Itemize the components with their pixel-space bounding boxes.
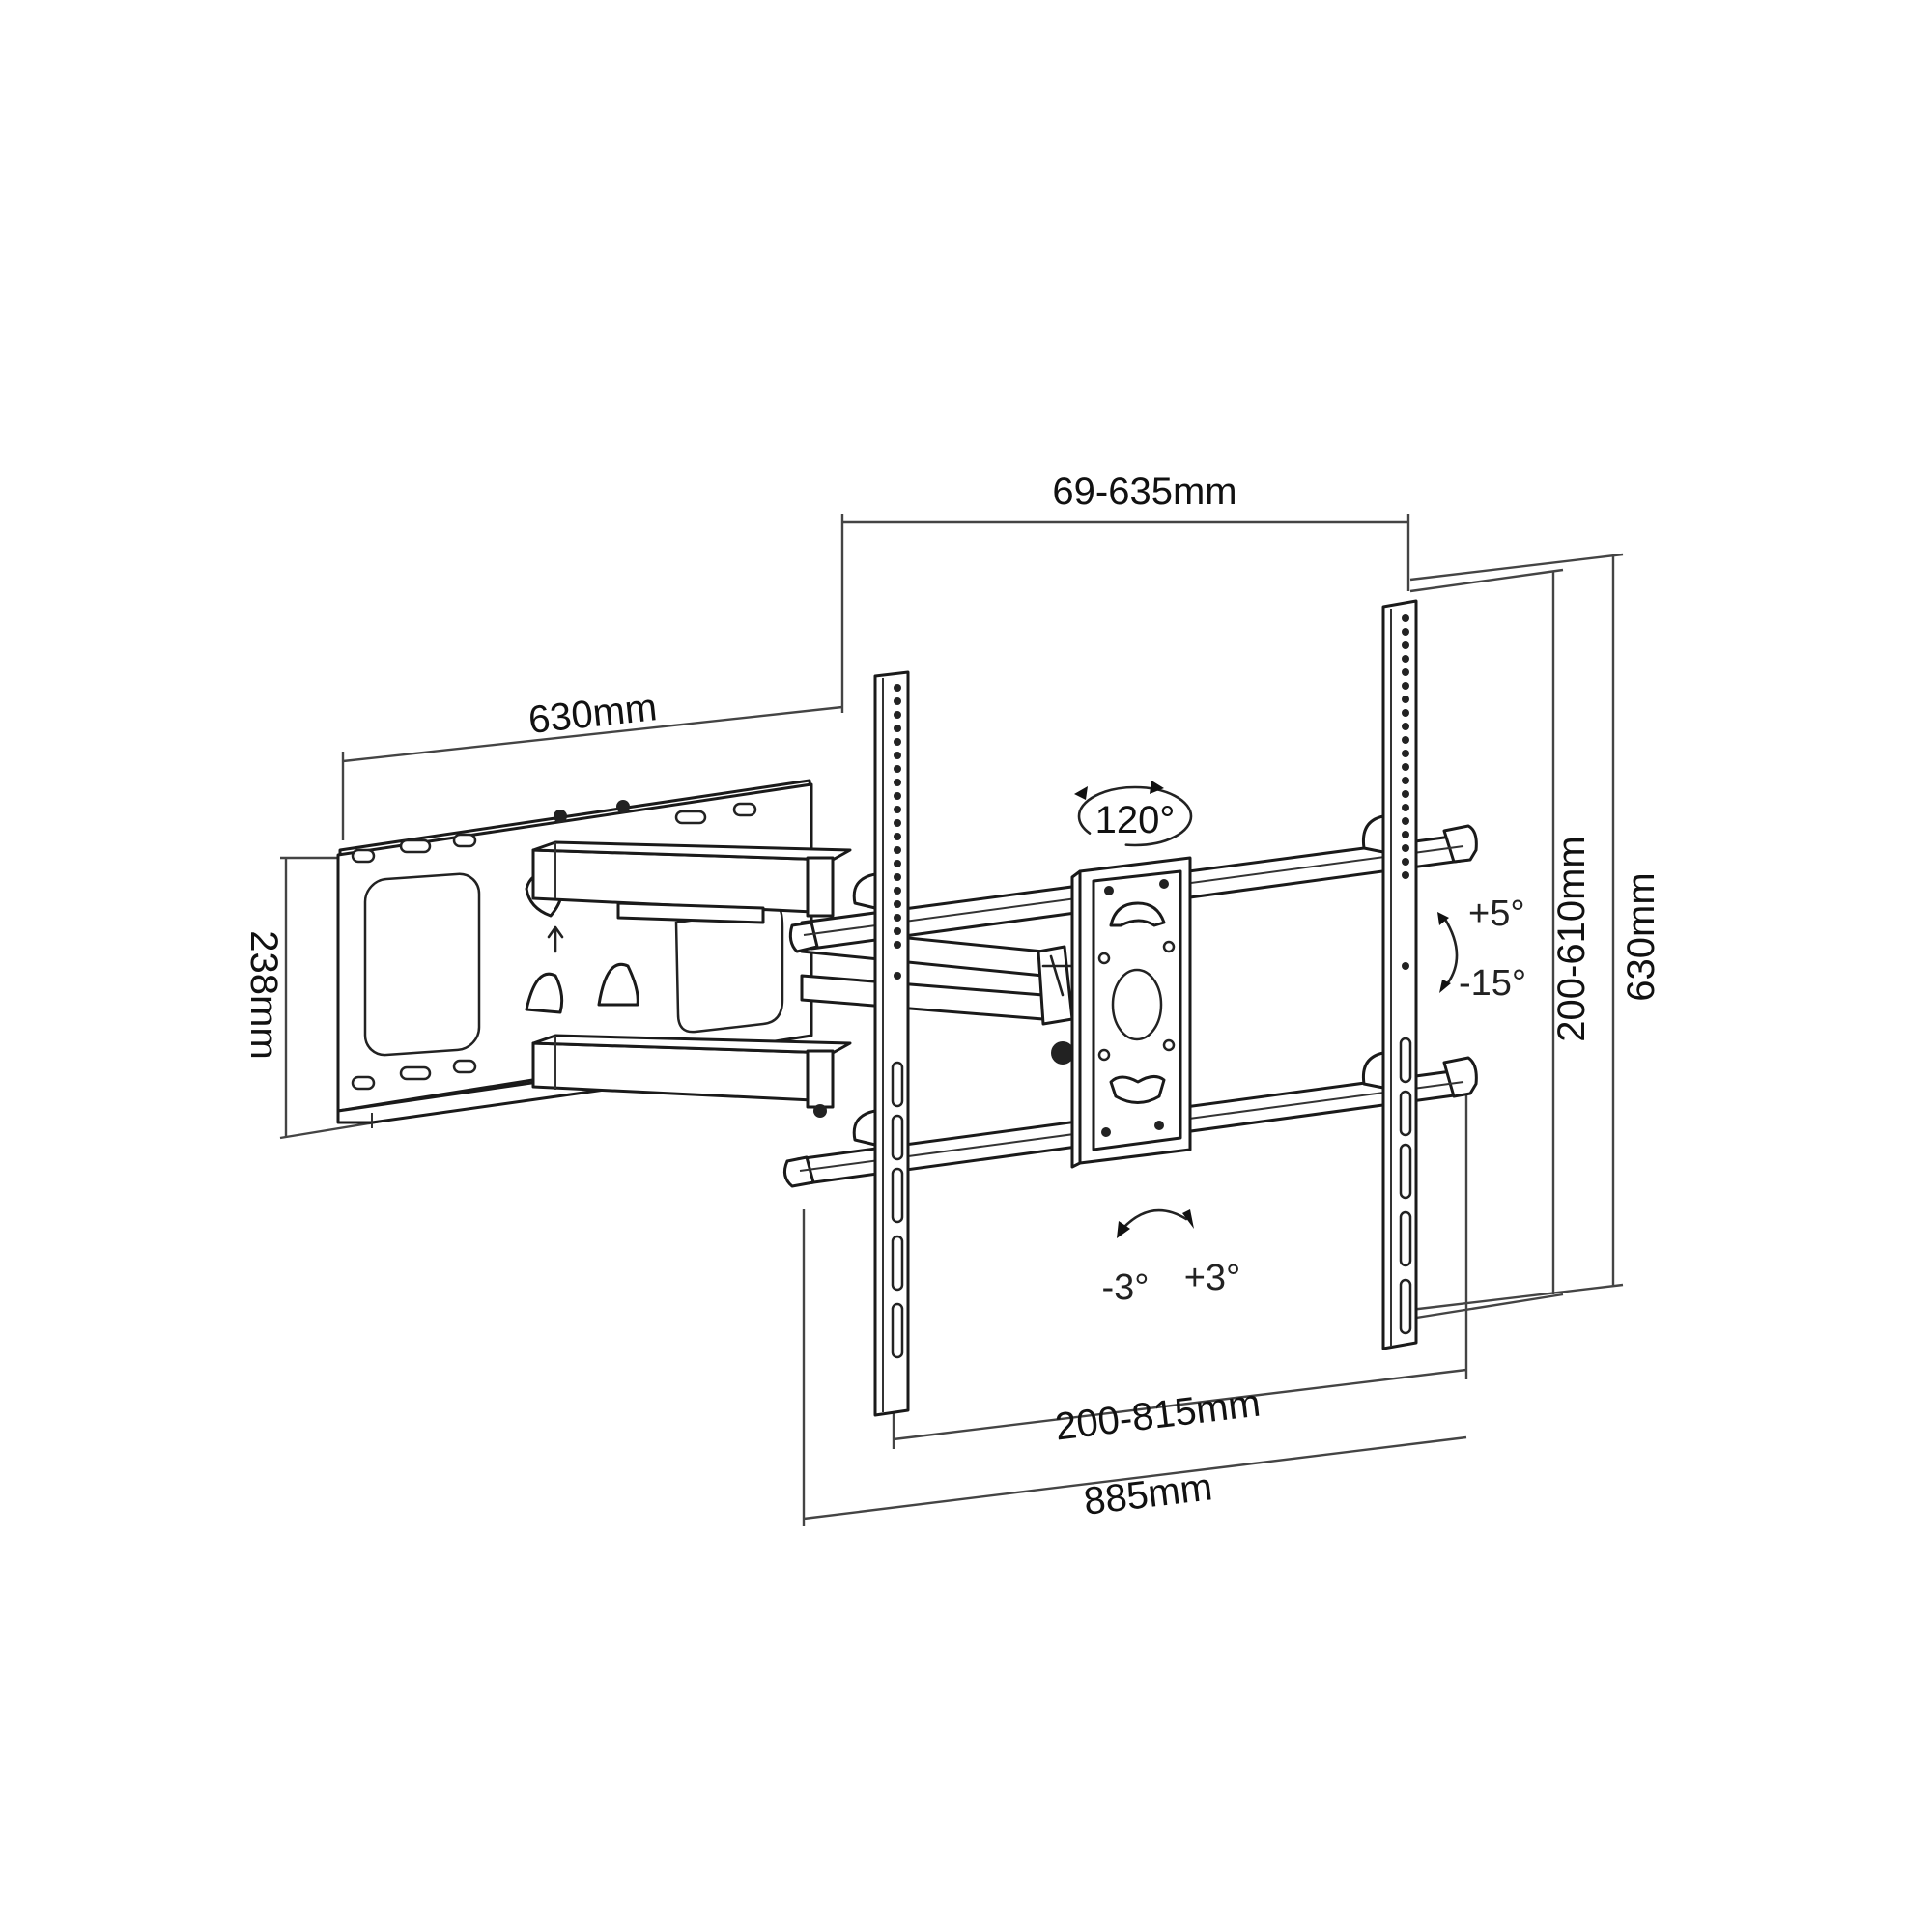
swivel-angle-label: 120° [1095,799,1176,841]
articulating-arms [531,800,1074,1118]
tilt-down-label: -15° [1459,963,1526,1004]
swivel-arrow-icon [1074,781,1193,847]
wall-plate-width-label: 630mm [526,686,659,742]
tilt-up-label: +5° [1468,894,1525,934]
labels: 69-635mm 630mm 238mm 120° +5° -15° 200-6… [242,470,1662,1523]
level-left-label: -3° [1102,1267,1150,1308]
level-right-label: +3° [1184,1258,1241,1298]
level-rotation-arrow-icon [1117,1208,1194,1238]
right-bar-holes [1402,614,1409,970]
overall-height-label: 630mm [1620,872,1662,1001]
right-vertical-bar [1361,599,1418,1350]
dimension-lines [279,514,1624,1526]
wall-plate-height-label: 238mm [242,930,285,1059]
left-bar-holes [894,684,901,980]
arm-extension-label: 69-635mm [1052,470,1236,513]
tilt-arrow-icon [1437,912,1459,993]
vesa-vertical-label: 200-610mm [1550,836,1593,1041]
center-tilt-plate [1070,856,1192,1169]
vesa-horizontal-label: 200-815mm [1053,1382,1263,1449]
left-vertical-bar [852,670,910,1417]
overall-width-label: 885mm [1082,1465,1215,1522]
